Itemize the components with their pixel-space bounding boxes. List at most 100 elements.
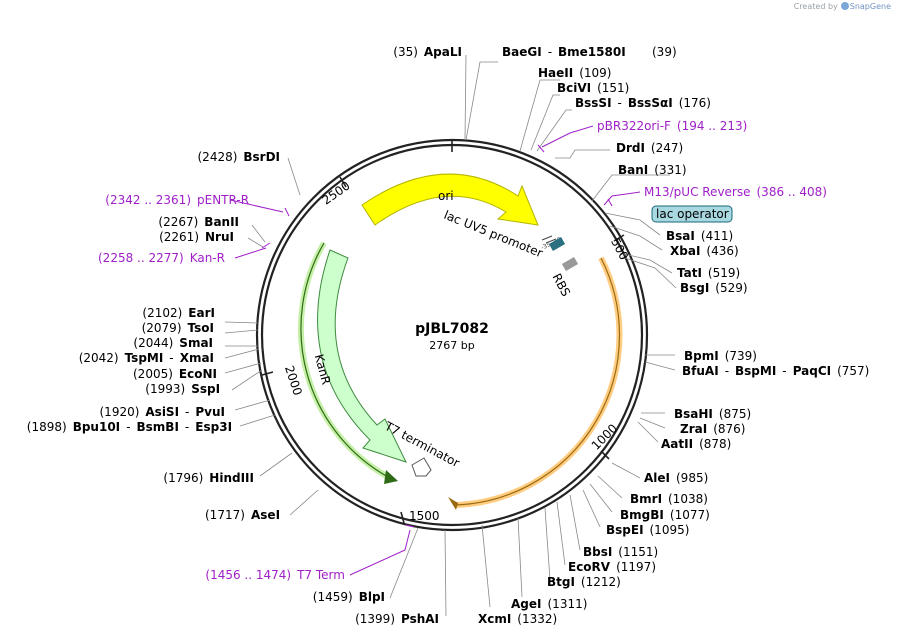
site-label-right-22: BbsI (1151) <box>583 545 658 559</box>
primer-lead-pbr322ori-f <box>541 125 594 148</box>
site-label-right-21: BspEI(1095) <box>606 523 689 537</box>
site-label-left-12: (1993)SspI <box>145 382 220 396</box>
enzyme-name: TsoI <box>188 321 214 335</box>
tick-500 <box>613 234 625 242</box>
site-label-right-13: BpmI(739) <box>684 349 757 363</box>
site-label-left-16: (1717)AseI <box>205 508 280 522</box>
enzyme-name: XcmI <box>478 612 511 626</box>
tick-label-500: 500 <box>608 236 631 263</box>
enzyme-name: BbsI <box>583 545 612 559</box>
enzyme-name: BmrI <box>630 492 662 506</box>
enzyme-name: ApaLI <box>424 45 462 59</box>
enzyme-name: AgeI <box>511 597 541 611</box>
site-label-right-9: BsaI(411) <box>666 229 733 243</box>
feature-rbs-block <box>561 257 579 271</box>
site-label-left-9: (2044) SmaI <box>133 336 213 350</box>
site-label-right-17: AatII(878) <box>661 437 731 451</box>
site-label-right-12: BsgI(529) <box>680 281 748 295</box>
site-label-left-2: (2428) BsrDI <box>198 150 281 164</box>
snapgene-product-name: SnapGene <box>849 2 891 11</box>
site-label-right-4: pBR322ori-F(194 .. 213) <box>597 119 747 133</box>
enzyme-name: BspEI <box>606 523 644 537</box>
site-position: (151) <box>597 81 629 95</box>
primer-tick-pentr-r <box>284 207 290 217</box>
site-position: (2261) <box>159 230 199 244</box>
separator: - <box>126 420 130 434</box>
enzyme-name: BsrDI <box>243 150 280 164</box>
enzyme-name: Bme1580I <box>558 45 626 59</box>
enzyme-name: SspI <box>191 382 220 396</box>
enzyme-name: BsaHI <box>674 407 713 421</box>
site-position: (109) <box>579 66 611 80</box>
site-position: (875) <box>719 407 751 421</box>
enzyme-name: SmaI <box>179 336 213 350</box>
site-position: (1077) <box>670 508 710 522</box>
enzyme-name: HindIII <box>209 471 254 485</box>
tick-2500 <box>339 176 347 188</box>
site-position: (1898) <box>27 420 67 434</box>
enzyme-name: BssSI <box>575 96 612 110</box>
enzyme-name: BsaI <box>666 229 695 243</box>
site-position: (1399) <box>355 612 395 626</box>
site-label-right-8: lac operator <box>656 207 729 221</box>
site-label-right-11: TatI(519) <box>677 266 740 280</box>
feature-kanr-arrow <box>317 249 407 463</box>
enzyme-name: NruI <box>205 230 234 244</box>
enzyme-name: AsiSI <box>145 405 179 419</box>
site-position: (1151) <box>618 545 658 559</box>
primer-label: Kan-R <box>190 251 225 265</box>
enzyme-name: TspMI <box>125 351 164 365</box>
site-label-right-6: BanI(331) <box>618 163 687 177</box>
primer-lead-pentr-r <box>229 199 284 213</box>
feature-t7-terminator <box>411 457 432 477</box>
site-position: (2102) <box>142 306 182 320</box>
enzyme-name: Bpu10I <box>73 420 120 434</box>
site-position: (1332) <box>517 612 557 626</box>
enzyme-name: PaqCI <box>793 364 831 378</box>
tick-2000 <box>261 371 274 376</box>
site-label-left-18: (1459)BlpI <box>313 590 385 604</box>
site-position: (1212) <box>581 575 621 589</box>
site-leader-lines-left <box>224 54 467 617</box>
site-label-right-14: BfuAI-BspMI-PaqCI(757) <box>682 364 869 378</box>
feature-origin-arc-head <box>448 497 458 510</box>
site-label-right-0: (39) <box>652 45 677 59</box>
site-label-left-1: BaeGI-Bme1580I <box>502 45 626 59</box>
site-position: (1311) <box>548 597 588 611</box>
site-label-right-23: EcoRV(1197) <box>568 560 656 574</box>
site-position: (1197) <box>616 560 656 574</box>
enzyme-name: BanII <box>204 215 239 229</box>
plasmid-length: 2767 bp <box>429 339 474 352</box>
separator: - <box>185 420 189 434</box>
enzyme-name: BtgI <box>547 575 575 589</box>
separator: - <box>548 45 552 59</box>
snapgene-branding: Created by SnapGene <box>794 2 891 11</box>
site-position: (876) <box>713 422 745 436</box>
site-position: (2267) <box>158 215 198 229</box>
site-position: (2079) <box>142 321 182 335</box>
site-label-right-5: DrdI(247) <box>616 141 683 155</box>
primer-lead-kan-r <box>234 247 267 259</box>
site-position: (2044) <box>133 336 173 350</box>
feature-ori-arrow <box>361 173 539 226</box>
primer-label: (386 .. 408) <box>757 185 827 199</box>
enzyme-name: BsmBI <box>137 420 179 434</box>
enzyme-name: Esp3I <box>195 420 232 434</box>
site-position: (39) <box>652 45 677 59</box>
created-by-text: Created by <box>793 2 838 11</box>
site-position: (1920) <box>100 405 140 419</box>
site-position: (2428) <box>198 150 238 164</box>
site-position: (176) <box>679 96 711 110</box>
primer-label: (2342 .. 2361) <box>105 193 191 207</box>
enzyme-name: XbaI <box>670 244 700 258</box>
enzyme-name: EarI <box>188 306 215 320</box>
site-position: (739) <box>725 349 757 363</box>
separator: - <box>169 351 173 365</box>
site-label-right-15: BsaHI (875) <box>674 407 751 421</box>
site-label-left-0: (35) ApaLI <box>393 45 462 59</box>
enzyme-name: BanI <box>618 163 648 177</box>
site-position: (35) <box>393 45 418 59</box>
site-label-right-2: BciVI(151) <box>557 81 629 95</box>
enzyme-name: BsgI <box>680 281 709 295</box>
